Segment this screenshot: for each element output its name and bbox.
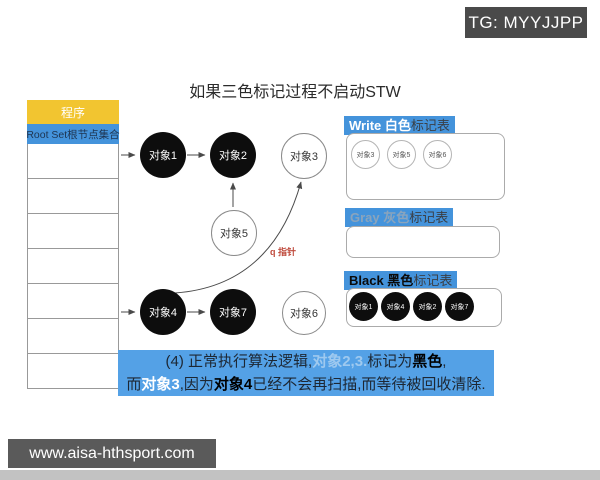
mark-item: 对象7 [445, 292, 474, 321]
pointer-label: q 指针 [270, 247, 296, 257]
gray-mark-table-label-suffix: 标记表 [409, 210, 449, 225]
gray-mark-table-box [346, 226, 500, 258]
caption-text: ,因为 [179, 376, 214, 393]
node-obj7: 对象7 [210, 289, 256, 335]
black-mark-table-label-suffix: 标记表 [413, 273, 453, 288]
mark-item: 对象1 [349, 292, 378, 321]
caption-text-bold: 对象4 [213, 376, 253, 393]
caption-text: 已经不会再扫描,而等待被回收清除. [252, 376, 486, 393]
mark-item: 对象6 [423, 140, 452, 169]
node-obj6: 对象6 [282, 291, 326, 335]
white-mark-table-label: Write 白色标记表 [344, 116, 455, 135]
gray-mark-table-label-strong: Gray 灰色 [350, 210, 410, 225]
node-obj4: 对象4 [140, 289, 186, 335]
node-obj1: 对象1 [140, 132, 186, 178]
bottom-strip [0, 470, 600, 480]
table-empty-row [27, 284, 119, 319]
caption-line-1: (4) 正常执行算法逻辑,对象2,3.标记为黑色, [118, 350, 494, 373]
caption-line-2: 而对象3,因为对象4已经不会再扫描,而等待被回收清除. [118, 373, 494, 396]
caption-text-faded: 对象2,3. [312, 353, 368, 370]
caption-text: 标记为 [367, 353, 413, 370]
table-empty-row [27, 354, 119, 389]
black-mark-table-label-strong: Black 黑色 [349, 273, 414, 288]
mark-item: 对象3 [351, 140, 380, 169]
white-mark-table-label-suffix: 标记表 [410, 118, 450, 133]
black-mark-table-label: Black 黑色标记表 [344, 271, 458, 290]
caption-text: (4) 正常执行算法逻辑, [165, 353, 313, 370]
site-watermark-badge: www.aisa-hthsport.com [8, 439, 216, 468]
root-set-row: Root Set根节点集合 [26, 124, 120, 144]
tg-watermark-badge: TG: MYYJJPP [465, 7, 587, 38]
node-obj5: 对象5 [211, 210, 257, 256]
white-mark-table-label-strong: Write 白色 [349, 118, 411, 133]
black-mark-table-box: 对象1 对象4 对象2 对象7 [346, 288, 502, 327]
caption-text: , [442, 353, 447, 370]
table-empty-row [27, 249, 119, 284]
node-obj3: 对象3 [281, 133, 327, 179]
mark-item: 对象5 [387, 140, 416, 169]
table-empty-row [27, 319, 119, 354]
caption-text: 而 [126, 376, 142, 393]
table-empty-row [27, 144, 119, 179]
mark-item: 对象2 [413, 292, 442, 321]
program-table: 程序 Root Set根节点集合 [26, 100, 120, 389]
program-table-header: 程序 [27, 100, 119, 124]
page-title: 如果三色标记过程不启动STW [189, 84, 401, 101]
caption-text-bold: 黑色 [412, 353, 443, 370]
table-empty-row [27, 214, 119, 249]
mark-item: 对象4 [381, 292, 410, 321]
white-mark-table-box: 对象3 对象5 对象6 [346, 133, 505, 200]
caption-text-white: 对象3 [141, 376, 180, 393]
caption-block: (4) 正常执行算法逻辑,对象2,3.标记为黑色, 而对象3,因为对象4已经不会… [118, 350, 494, 396]
table-empty-row [27, 179, 119, 214]
gray-mark-table-label: Gray 灰色标记表 [345, 208, 454, 227]
node-obj2: 对象2 [210, 132, 256, 178]
